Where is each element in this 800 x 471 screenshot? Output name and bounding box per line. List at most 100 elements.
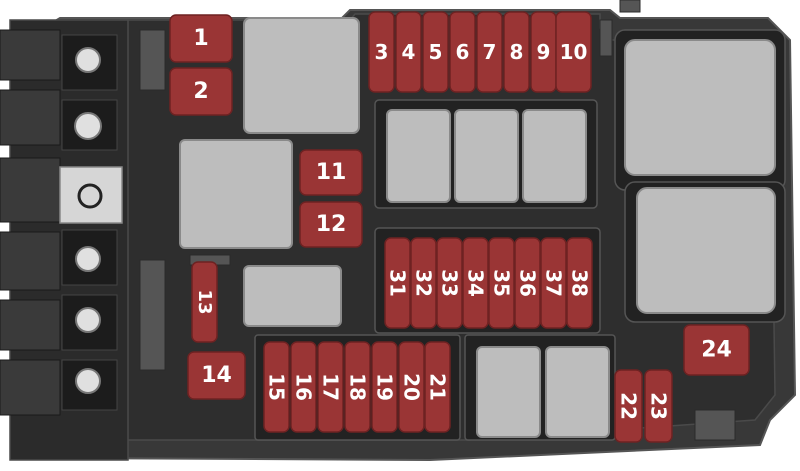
fuse-body — [299, 201, 363, 248]
relay — [179, 139, 293, 249]
fuse-label: 33 — [438, 269, 462, 297]
terminal-stud — [75, 368, 101, 394]
fuse-3: 3 — [368, 11, 395, 93]
fuse-body — [514, 237, 541, 329]
fuse-6: 6 — [449, 11, 476, 93]
fuse-label: 24 — [701, 338, 732, 363]
fuse-label: 37 — [542, 269, 566, 297]
fuse-body — [683, 324, 750, 376]
fuse-34: 34 — [462, 237, 489, 329]
fuse-24: 24 — [683, 324, 750, 376]
fuse-body — [395, 11, 422, 93]
fuse-body — [462, 237, 489, 329]
fuse-body — [263, 341, 290, 433]
fuse-body — [614, 369, 643, 443]
fuse-label: 6 — [456, 40, 470, 64]
relay — [545, 346, 610, 438]
fuse-35: 35 — [488, 237, 515, 329]
fuse-label: 19 — [373, 373, 397, 401]
terminal-blocks — [61, 34, 118, 411]
fuse-body — [422, 11, 449, 93]
fuse-15: 15 — [263, 341, 290, 433]
fuse-label: 32 — [412, 269, 436, 297]
fuse-body — [398, 341, 425, 433]
fuse-19: 19 — [371, 341, 398, 433]
fuse-label: 8 — [510, 40, 524, 64]
fuse-body — [555, 11, 592, 93]
fuse-label: 36 — [516, 269, 540, 297]
fuse-label: 3 — [375, 40, 389, 64]
fuse-33: 33 — [436, 237, 463, 329]
fuse-body — [169, 67, 233, 116]
terminal-stud-ring — [77, 183, 103, 209]
fuse-17: 17 — [317, 341, 344, 433]
terminal-stud — [74, 112, 102, 140]
relay — [476, 346, 541, 438]
fuse-23: 23 — [644, 369, 673, 443]
relay — [243, 17, 360, 134]
fuse-label: 17 — [319, 373, 343, 401]
fuse-body — [449, 11, 476, 93]
fuse-label: 2 — [193, 79, 208, 104]
fuse-body — [436, 237, 463, 329]
fuse-body — [317, 341, 344, 433]
fuse-body — [344, 341, 371, 433]
fuse-16: 16 — [290, 341, 317, 433]
fuse-body — [384, 237, 411, 329]
relays — [179, 17, 776, 438]
fuse-label: 14 — [201, 363, 232, 388]
fuse-body — [191, 261, 218, 343]
fuse-body — [169, 14, 233, 63]
fuse-11: 11 — [299, 149, 363, 196]
fuse-2: 2 — [169, 67, 233, 116]
fuse-32: 32 — [410, 237, 437, 329]
fuse-36: 36 — [514, 237, 541, 329]
fuse-body — [368, 11, 395, 93]
terminal-stud-square — [59, 166, 123, 224]
fuse-label: 5 — [429, 40, 443, 64]
fuse-13: 13 — [191, 261, 218, 343]
fuse-body — [503, 11, 530, 93]
terminal-clips — [0, 29, 61, 416]
fuse-8: 8 — [503, 11, 530, 93]
terminal-studs — [59, 47, 123, 394]
terminal-stud — [75, 246, 101, 272]
fuse-31: 31 — [384, 237, 411, 329]
fuse-20: 20 — [398, 341, 425, 433]
fuse-1: 1 — [169, 14, 233, 63]
fuse-label: 15 — [265, 373, 289, 401]
relay — [454, 109, 519, 203]
fuse-body — [187, 351, 246, 400]
fuse-label: 18 — [346, 373, 370, 401]
relay — [522, 109, 587, 203]
fuse-label: 35 — [490, 269, 514, 297]
fuse-body — [488, 237, 515, 329]
fuse-7: 7 — [476, 11, 503, 93]
fuse-18: 18 — [344, 341, 371, 433]
fuse-5: 5 — [422, 11, 449, 93]
fuse-label: 23 — [647, 392, 671, 420]
fuse-label: 20 — [400, 373, 424, 401]
fuse-label: 21 — [426, 373, 450, 401]
fuse-12: 12 — [299, 201, 363, 248]
fuse-label: 1 — [193, 26, 208, 51]
fuse-body — [371, 341, 398, 433]
fuse-label: 13 — [194, 289, 215, 314]
fuse-label: 31 — [386, 269, 410, 297]
fuse-body — [290, 341, 317, 433]
housing-details — [139, 0, 736, 441]
fuse-body — [540, 237, 567, 329]
fuse-21: 21 — [424, 341, 451, 433]
fuse-37: 37 — [540, 237, 567, 329]
fuse-label: 4 — [402, 40, 416, 64]
fuse-body — [476, 11, 503, 93]
fuse-body — [644, 369, 673, 443]
fuse-label: 34 — [464, 269, 488, 297]
terminal-stud — [75, 47, 101, 73]
fuse-14: 14 — [187, 351, 246, 400]
fuse-9: 9 — [530, 11, 557, 93]
fuse-10: 10 — [555, 11, 592, 93]
fuse-body — [299, 149, 363, 196]
